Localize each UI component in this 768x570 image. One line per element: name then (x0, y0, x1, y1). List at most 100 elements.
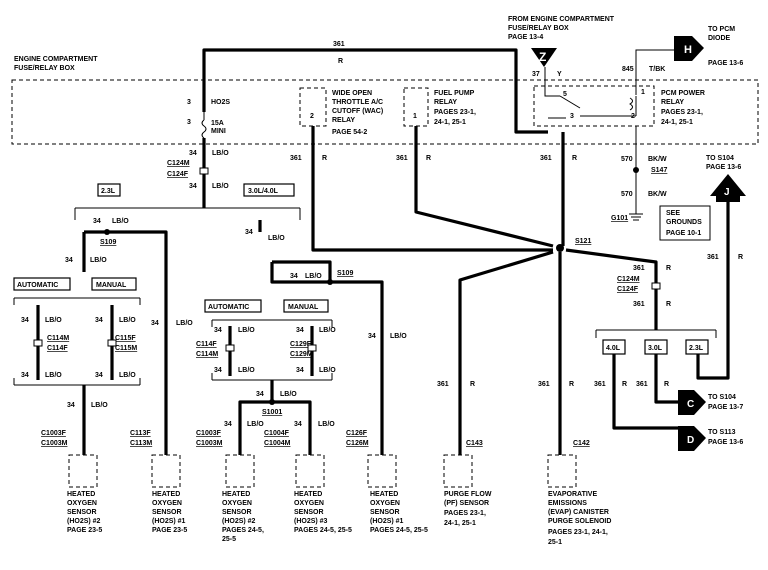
fuel-relay-l1: FUEL PUMP (434, 90, 475, 97)
wire-570-num-a: 570 (621, 156, 633, 163)
c1004m: C1004M (264, 440, 291, 447)
wire-361-right-color2: R (666, 301, 671, 308)
wire-34-n-color: LB/O (319, 367, 336, 374)
selector-2-3l-right-label: 2.3L (689, 345, 704, 352)
wire-361-top-loop (202, 48, 548, 134)
wire-570-num-b: 570 (621, 191, 633, 198)
splice-s109-left (104, 229, 110, 235)
ho2s2-l1: HEATED (67, 491, 95, 498)
selector-automatic-mid-label: AUTOMATIC (208, 304, 249, 311)
pcm-relay-l1: PCM POWER (661, 90, 705, 97)
wire-34-mid-branch-top (272, 260, 332, 282)
ho2s1-l5: PAGE 23-5 (152, 527, 187, 534)
wire-34-f-num: 34 (95, 317, 103, 324)
evap-solenoid-box (547, 454, 577, 488)
wire-361-j-num: 361 (707, 254, 719, 261)
selector-manual-mid[interactable] (283, 299, 329, 313)
c129m: C129M (290, 351, 313, 358)
connector-h-label: H (684, 44, 692, 56)
splice-s1001-label: S1001 (262, 409, 282, 416)
connector-d-label: D (687, 435, 694, 446)
ho2s1b-l3: SENSOR (370, 509, 400, 516)
to-s104-c: TO S104 (708, 394, 736, 401)
ground-symbol (629, 213, 643, 221)
c115f: C115F (115, 335, 136, 342)
wire-361-pf (458, 250, 554, 455)
ho2s2-left-box (68, 454, 98, 488)
c114m-b: C114M (196, 351, 218, 358)
ho2s2b-l2: OXYGEN (222, 500, 252, 507)
splice-s147 (633, 167, 639, 173)
to-pcm-label-line1: TO PCM (708, 26, 735, 33)
connector-d-arrow[interactable] (678, 426, 706, 451)
ho2s2-l2: OXYGEN (67, 500, 97, 507)
c124f-top: C124F (167, 171, 189, 178)
connector-j-arrow-body (716, 194, 740, 202)
wire-34-h-color: LB/O (91, 402, 108, 409)
wire-361-top-num: 361 (333, 41, 345, 48)
from-engine-label-line1: FROM ENGINE COMPARTMENT (508, 16, 615, 23)
splice-s1001 (269, 399, 275, 405)
c143: C143 (466, 440, 483, 447)
wire-34-a-color: LB/O (112, 218, 129, 225)
selector-manual-left[interactable] (91, 277, 137, 291)
pcm-relay-switch (548, 95, 637, 119)
selector-2-3l[interactable] (97, 183, 121, 197)
wire-34-r-color: LB/O (318, 421, 335, 428)
selector-3-0l-right-label: 3.0L (648, 345, 663, 352)
selector-automatic-left[interactable] (13, 277, 71, 291)
pcm-relay-pin3: 3 (570, 113, 574, 120)
to-s113-d-page: PAGE 13-6 (708, 439, 743, 446)
wac-relay-l4: RELAY (332, 117, 355, 124)
fuel-relay-l4: 24-1, 25-1 (434, 119, 466, 126)
wac-relay-box (299, 87, 327, 127)
pf-l3: PAGES 23-1, (444, 510, 486, 517)
ho2s2-mid-box (225, 454, 255, 488)
pf-l1: PURGE FLOW (444, 491, 492, 498)
wire-361-to-d (612, 354, 682, 430)
wire-34-n-num: 34 (296, 367, 304, 374)
selector-4-0l-right-label: 4.0L (606, 345, 621, 352)
splice-s121 (556, 244, 564, 252)
wire-361-d-num: 361 (594, 381, 606, 388)
wire-34-c-num: 34 (151, 320, 159, 327)
ho2s3-l3: SENSOR (294, 509, 324, 516)
pf-sensor-box (443, 454, 473, 488)
wire-361-j-color: R (738, 254, 743, 261)
ho2s1-l1: HEATED (152, 491, 180, 498)
evap-l4: PURGE SOLENOID (548, 518, 611, 525)
c1003f-b: C1003F (196, 430, 222, 437)
wire-361-wac (311, 126, 553, 252)
connector-c-arrow[interactable] (678, 390, 706, 415)
c124-connector-right (651, 282, 661, 290)
connector-j-arrow[interactable] (710, 174, 746, 196)
ho2s2b-l3: SENSOR (222, 509, 252, 516)
ho2s1-l3: SENSOR (152, 509, 182, 516)
selector-3-0l-4-0l-label: 3.0L/4.0L (248, 188, 279, 195)
selector-automatic-mid[interactable] (204, 299, 262, 313)
wire-34-e-color: LB/O (45, 372, 62, 379)
c126m: C126M (346, 440, 369, 447)
wire-34-k-num: 34 (214, 327, 222, 334)
to-s104-top-l1: TO S104 (706, 155, 734, 162)
selector-automatic-left-label: AUTOMATIC (17, 282, 58, 289)
connector-z-label: Z (539, 50, 546, 64)
c1003m-b: C1003M (196, 440, 223, 447)
evap-l5: PAGES 23-1, 24-1, (548, 529, 608, 536)
pcm-relay-pin2: 2 (631, 113, 635, 120)
wire-34-g-color: LB/O (119, 372, 136, 379)
pcm-relay-box (533, 85, 655, 127)
fuse-rating-line2: MINI (211, 128, 226, 135)
selector-3-0l-4-0l[interactable] (243, 183, 295, 197)
wire-34-l-num: 34 (214, 367, 222, 374)
wire-34-j-color: LB/O (305, 273, 322, 280)
wire-361-evap-color: R (569, 381, 574, 388)
ho2s3-l1: HEATED (294, 491, 322, 498)
wire-361-to-c (654, 354, 682, 404)
connector-z-arrow[interactable] (531, 48, 557, 67)
c124m-right: C124M (617, 276, 640, 283)
ho2s1b-l5: PAGES 24-5, 25-5 (370, 527, 428, 534)
connector-h-arrow[interactable] (674, 36, 704, 61)
splice-s121-label: S121 (575, 238, 591, 245)
